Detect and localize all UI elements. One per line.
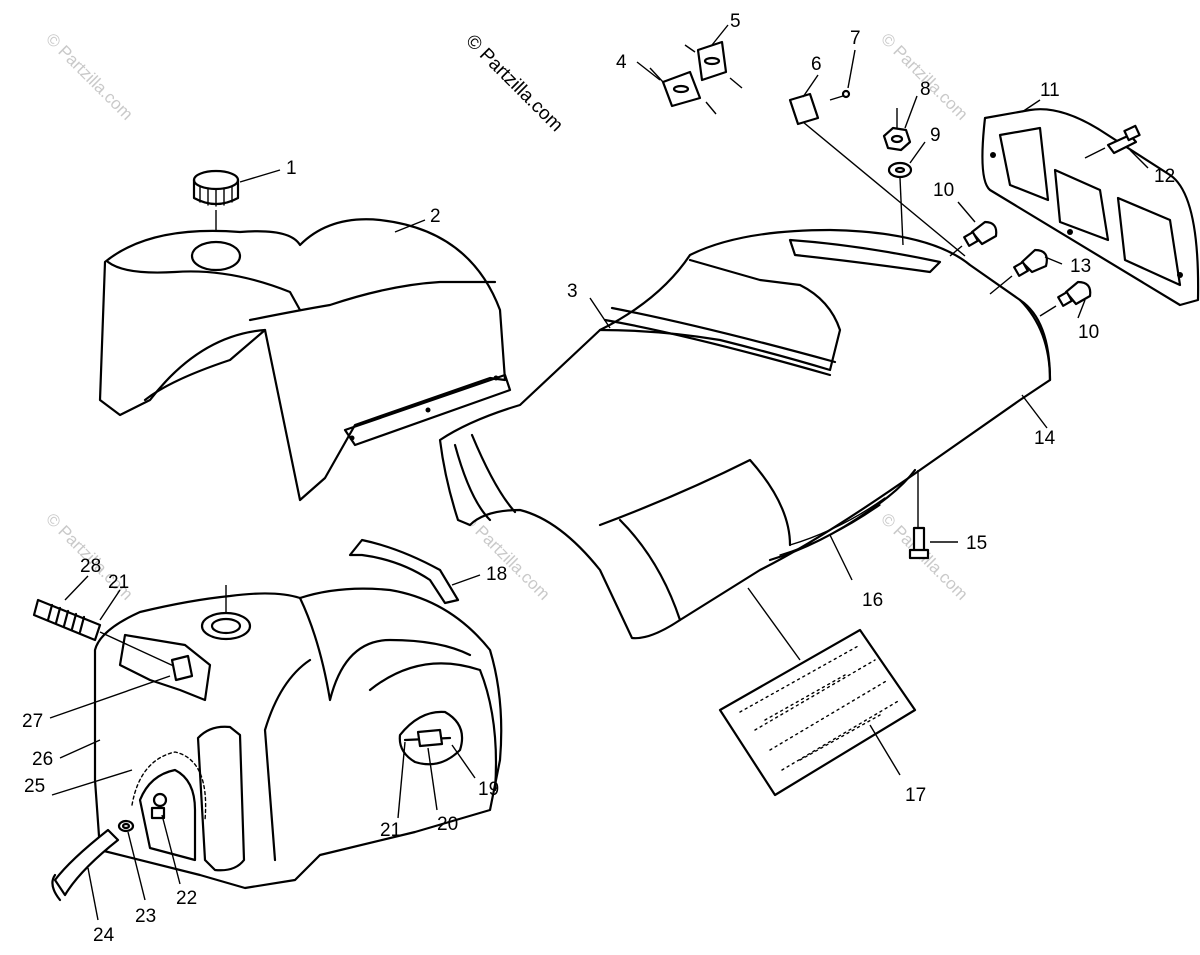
bracket-6-part [788, 92, 966, 257]
plate-4-part [649, 67, 717, 115]
fitting-22-part [150, 792, 168, 820]
clamp-23-part [117, 819, 135, 833]
screw-7-part [829, 89, 851, 101]
watermark-top-left: © Partzilla.com [42, 29, 136, 123]
callout-10-lower: 10 [1078, 322, 1099, 343]
hose-24-part [51, 828, 120, 902]
callout-25: 25 [24, 776, 45, 797]
bulb-10b-part [1039, 280, 1092, 317]
callout-7: 7 [850, 28, 861, 49]
callout-9: 9 [930, 125, 941, 146]
callout-3: 3 [567, 281, 578, 302]
bolt-15-part [908, 470, 930, 560]
washer-9-part [887, 161, 913, 246]
callout-23: 23 [135, 906, 156, 927]
watermark-top-right: © Partzilla.com [877, 29, 971, 123]
callout-1: 1 [286, 158, 297, 179]
bulb-13-part [989, 248, 1048, 295]
seat-part [438, 228, 1052, 661]
callout-13: 13 [1070, 256, 1091, 277]
fitting-27-part [170, 654, 194, 682]
callout-11: 11 [1040, 80, 1060, 101]
strip-18-part [348, 538, 460, 605]
callout-26: 26 [32, 749, 53, 770]
callout-8: 8 [920, 79, 931, 100]
callout-5: 5 [730, 11, 741, 32]
callout-labels: 1 2 3 4 5 6 7 8 9 10 11 12 13 10 14 15 1… [22, 11, 1175, 946]
copyright-text: © Partzilla.com [461, 31, 566, 136]
callout-22: 22 [176, 888, 197, 909]
callout-20: 20 [437, 814, 458, 835]
callout-27: 27 [22, 711, 43, 732]
callout-17: 17 [905, 785, 926, 806]
callout-16: 16 [862, 590, 883, 611]
callout-21-left: 21 [108, 572, 129, 593]
watermark-mid-center: © Partzilla.com [459, 509, 553, 603]
pad-17-part [718, 628, 917, 797]
fuel-tank-part [93, 585, 503, 890]
fitting-20-part [416, 728, 444, 748]
callout-10-upper: 10 [933, 180, 954, 201]
callout-19: 19 [478, 779, 499, 800]
screw-12-part [1084, 124, 1141, 159]
callout-15: 15 [966, 533, 987, 554]
bulb-10-part [949, 220, 998, 257]
lens-11-part [981, 108, 1200, 307]
nut-8-part [882, 108, 912, 152]
callout-2: 2 [430, 206, 441, 227]
callout-18: 18 [486, 564, 507, 585]
callout-6: 6 [811, 54, 822, 75]
tank-cover-part [98, 218, 512, 502]
callout-21-right: 21 [380, 820, 401, 841]
vent-hose-28-part [32, 598, 179, 669]
callout-28: 28 [80, 556, 101, 577]
callout-14: 14 [1034, 428, 1056, 449]
callout-12: 12 [1154, 166, 1175, 187]
plate-5-part [684, 40, 743, 89]
callout-24: 24 [93, 925, 115, 946]
callout-4: 4 [616, 52, 627, 73]
leader-lines [49, 24, 1149, 921]
